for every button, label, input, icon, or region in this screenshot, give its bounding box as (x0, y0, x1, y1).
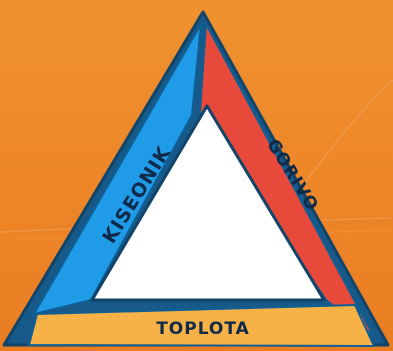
center-triangle (90, 104, 326, 302)
right-side-gorivo (199, 23, 374, 336)
bottom-band-toplota (28, 304, 375, 347)
background-streak (299, 79, 393, 191)
label-toplota: TOPLOTA (156, 319, 250, 339)
